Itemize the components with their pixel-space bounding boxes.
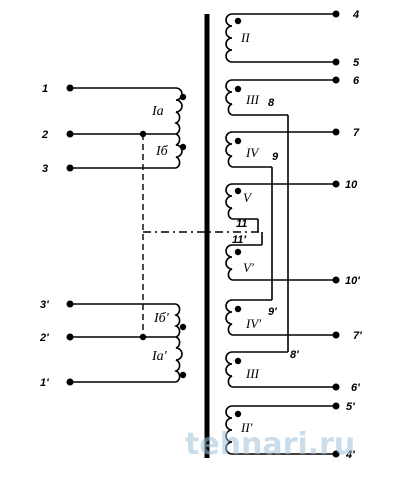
right-terminal-dots (332, 10, 340, 458)
watermark: tehnari.ru (185, 427, 355, 462)
winding-label-v2: V' (243, 260, 254, 275)
terminal-label-3: 3 (42, 163, 48, 175)
left-terminal-dots (66, 84, 74, 386)
terminal-label-7: 7 (353, 127, 360, 139)
winding-label-iv: IV (245, 145, 260, 160)
terminal-label-1: 1 (42, 83, 48, 95)
winding-label-iii2: III (245, 366, 260, 381)
terminal-label-4: 4 (352, 9, 359, 21)
tap-label-8p: 8' (290, 349, 299, 361)
winding-label-v: V (243, 190, 253, 205)
winding-label-ia: Iа (151, 104, 164, 119)
winding-label-iv2: IV' (245, 316, 261, 331)
terminal-label-1p: 1' (40, 377, 49, 389)
tap-label-9p: 9' (268, 306, 277, 318)
terminal-label-2p: 2' (39, 332, 49, 344)
primary-upper-group (70, 87, 187, 169)
winding-label-ii2: II' (240, 420, 253, 435)
terminal-label-6p: 6' (351, 382, 360, 394)
terminal-label-3p: 3' (40, 299, 49, 311)
terminal-label-4p: 4' (345, 449, 355, 461)
winding-label-ib2: Iб' (153, 311, 170, 326)
terminal-label-10p: 10' (345, 275, 360, 287)
primary-lower-group (70, 303, 187, 383)
tap-label-9: 9 (272, 151, 279, 163)
winding-label-ib: Iб (155, 144, 169, 159)
tap-label-11: 11 (236, 218, 247, 230)
secondary-windings (225, 13, 336, 455)
tap-label-11p: 11' (232, 234, 246, 246)
terminal-label-5: 5 (353, 57, 360, 69)
winding-label-iii: III (245, 92, 260, 107)
terminal-label-7p: 7' (353, 330, 362, 342)
tap-label-8: 8 (268, 97, 275, 109)
winding-label-ii: II (240, 30, 250, 45)
winding-label-ia2: Iа' (151, 349, 168, 364)
terminal-label-5p: 5' (346, 401, 355, 413)
terminal-label-10: 10 (345, 179, 358, 191)
terminal-label-2: 2 (41, 129, 48, 141)
terminal-label-6: 6 (353, 75, 360, 87)
